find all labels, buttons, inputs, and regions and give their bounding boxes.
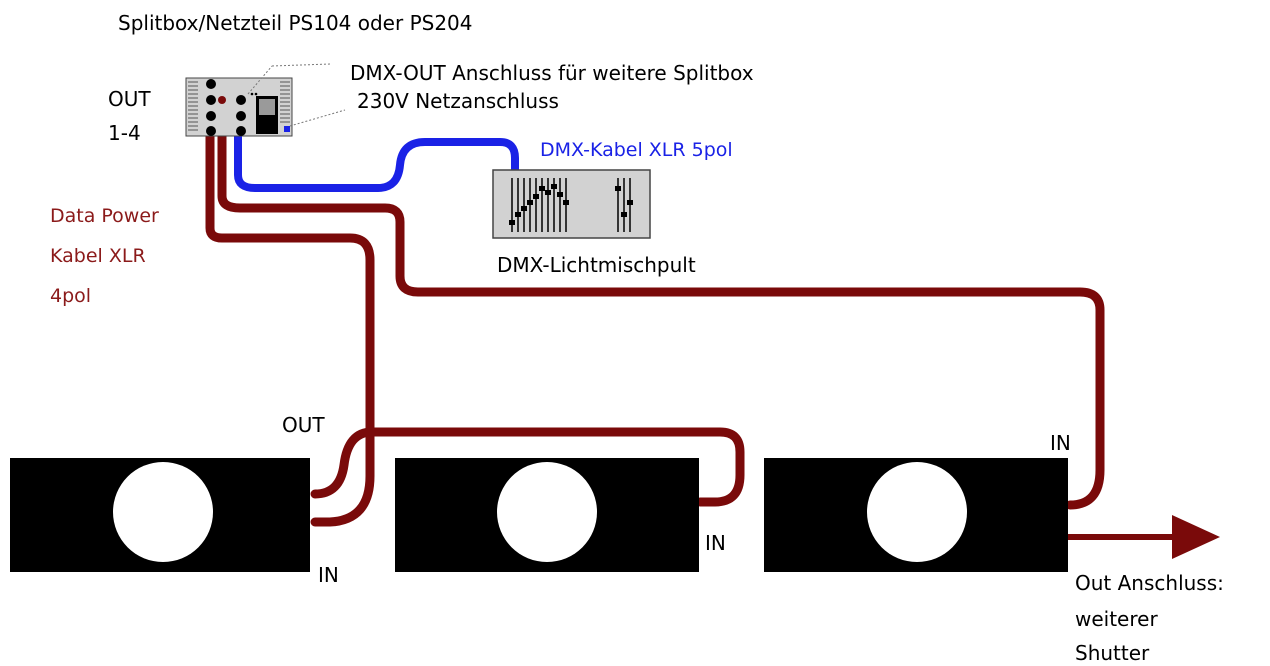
label-shutter1-out: OUT xyxy=(282,413,325,437)
label-weiterer: weiterer xyxy=(1075,607,1158,631)
splitbox-port xyxy=(206,126,216,136)
dmx-cable xyxy=(234,126,519,192)
cable-splitbox-to-shutter1-in xyxy=(205,127,375,527)
shutter-1-lens xyxy=(113,462,213,562)
diagram-title: Splitbox/Netzteil PS104 oder PS204 xyxy=(118,11,473,35)
label-data-power-cable: Kabel XLR xyxy=(50,245,146,267)
dmx-cable-path xyxy=(234,126,519,192)
label-dmx-cable: DMX-Kabel XLR 5pol xyxy=(540,139,733,161)
splitbox-port xyxy=(206,111,216,121)
label-out-range: 1-4 xyxy=(108,121,141,145)
label-out-anschluss: Out Anschluss: xyxy=(1075,571,1224,595)
cable-splitbox-to-shutter3-in xyxy=(217,127,1105,510)
shutter-3 xyxy=(764,458,1068,572)
shutter-2 xyxy=(395,458,699,572)
label-shutter: Shutter xyxy=(1075,641,1150,665)
shutter-3-lens xyxy=(867,462,967,562)
label-dmx-out: DMX-OUT Anschluss für weitere Splitbox xyxy=(350,61,754,85)
splitbox-port xyxy=(236,126,246,136)
label-shutter2-in: IN xyxy=(705,531,726,555)
label-shutter3-in: IN xyxy=(1050,431,1071,455)
splitbox-port xyxy=(206,95,216,105)
arrow-right-icon xyxy=(1068,515,1220,559)
label-netzanschluss: 230V Netzanschluss xyxy=(357,89,559,113)
shutter-1 xyxy=(10,458,310,572)
splitbox-port xyxy=(236,111,246,121)
splitbox-device xyxy=(185,63,346,137)
power-cables xyxy=(205,127,1105,527)
label-out: OUT xyxy=(108,87,151,111)
label-data-power: Data Power xyxy=(50,205,159,227)
splitbox-port xyxy=(236,95,246,105)
splitbox-port xyxy=(206,79,216,89)
dmx-mixer-device xyxy=(492,169,651,239)
label-mixer: DMX-Lichtmischpult xyxy=(497,253,696,277)
label-data-power-pins: 4pol xyxy=(50,285,91,307)
label-shutter1-in: IN xyxy=(318,563,339,587)
cable-shutter1-out-to-shutter2-in xyxy=(310,427,745,507)
shutter-2-lens xyxy=(497,462,597,562)
mixer-body xyxy=(492,169,651,239)
